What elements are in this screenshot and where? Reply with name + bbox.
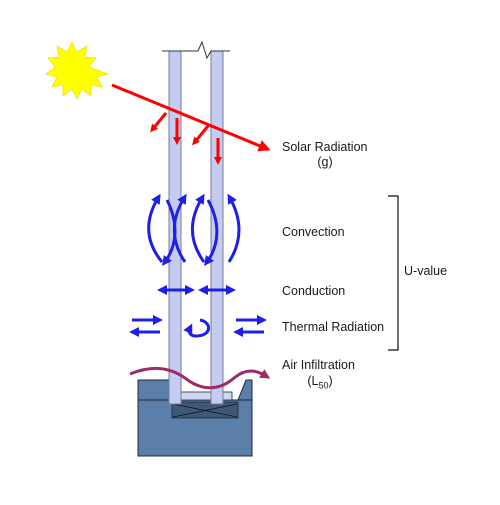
air-infiltration-arrow [129, 367, 271, 390]
convection-label: Convection [282, 225, 345, 239]
glazing-panes [162, 40, 230, 405]
sun-icon [45, 41, 109, 100]
solar-radiation-symbol: (g) [317, 155, 333, 169]
convection-arrows [147, 193, 241, 267]
window-frame [137, 379, 253, 457]
u-value-bracket [388, 195, 399, 351]
u-value-label: U-value [404, 264, 448, 278]
solar-arrows [111, 83, 271, 165]
air-infiltration-label: Air Infiltration [282, 358, 355, 372]
conduction-label: Conduction [282, 284, 346, 298]
solar-radiation-label: Solar Radiation [282, 140, 368, 154]
thermal-radiation-label: Thermal Radiation [282, 320, 385, 334]
air-infiltration-symbol: (L50) [307, 374, 333, 391]
thermal-radiation-arrows [129, 315, 267, 338]
